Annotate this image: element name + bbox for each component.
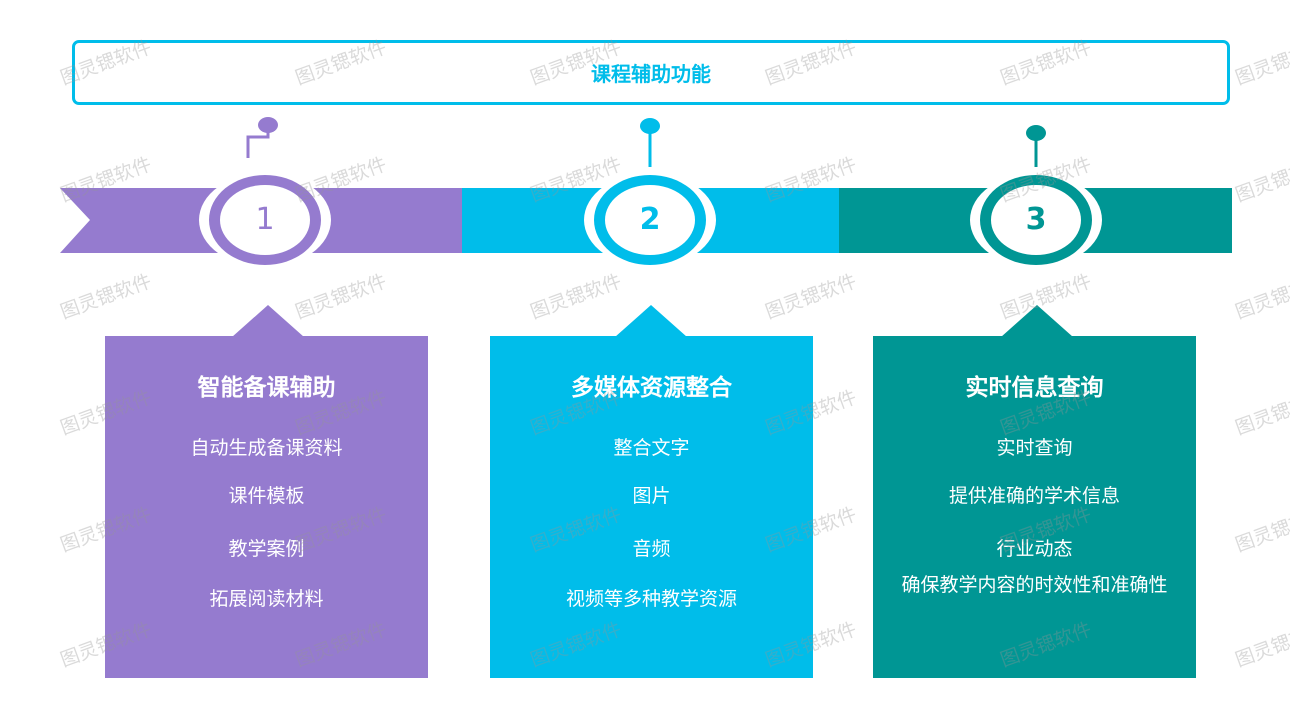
card-heading: 实时信息查询 [965, 375, 1104, 401]
pointer-1 [232, 305, 304, 337]
step-number-2: 2 [639, 202, 661, 237]
card-item: 实时查询 [996, 437, 1073, 459]
card-item: 图片 [632, 485, 671, 507]
card-item: 整合文字 [613, 437, 690, 459]
step-number-1: 1 [255, 202, 275, 237]
card-item: 音频 [632, 538, 671, 560]
step-circle-1 [199, 173, 331, 267]
card-heading: 智能备课辅助 [197, 375, 336, 401]
pin-icon-2 [640, 118, 660, 167]
card-item: 行业动态 [996, 538, 1073, 560]
step-number-3: 3 [1025, 202, 1047, 237]
card-item: 课件模板 [228, 485, 305, 507]
card-item: 拓展阅读材料 [209, 588, 324, 610]
pin-icon-3 [1026, 125, 1046, 167]
card-realtime-info: 实时信息查询 实时查询 提供准确的学术信息 行业动态 确保教学内容的时效性和准确… [873, 336, 1196, 678]
card-item: 提供准确的学术信息 [948, 485, 1120, 507]
card-heading: 多媒体资源整合 [571, 375, 732, 401]
card-item: 视频等多种教学资源 [565, 588, 737, 610]
pointer-3 [1001, 305, 1073, 337]
title-box: 课程辅助功能 [72, 40, 1230, 105]
card-item: 教学案例 [228, 538, 305, 560]
pin-icon-1 [246, 117, 278, 158]
card-item: 确保教学内容的时效性和准确性 [901, 574, 1168, 596]
card-item: 自动生成备课资料 [190, 437, 343, 459]
pointer-2 [615, 305, 687, 337]
page-title: 课程辅助功能 [591, 62, 711, 86]
step-circle-2 [584, 173, 716, 267]
card-smart-lesson-prep: 智能备课辅助 自动生成备课资料 课件模板 教学案例 拓展阅读材料 [105, 336, 428, 678]
card-multimedia: 多媒体资源整合 整合文字 图片 音频 视频等多种教学资源 [490, 336, 813, 678]
step-circle-3 [970, 173, 1102, 267]
